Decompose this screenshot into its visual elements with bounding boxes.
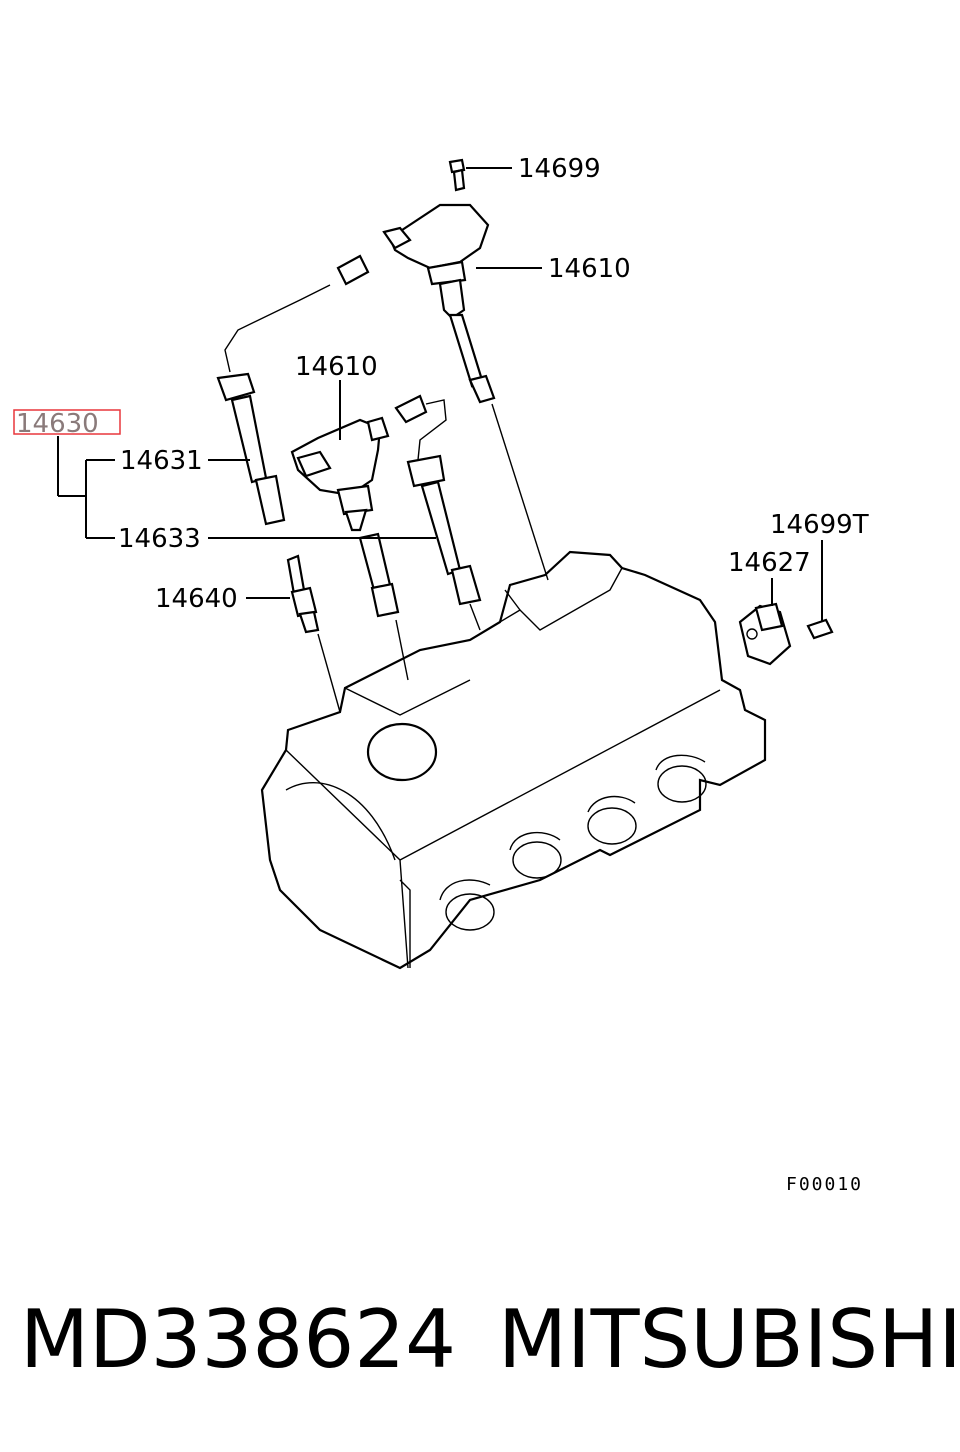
bolt-14699T [806,618,834,640]
callout-14631[interactable]: 14631 [120,446,203,476]
figure-code: F00010 [786,1174,863,1195]
highlight-box-14630 [13,409,121,435]
cam-sensor-14627 [738,602,792,666]
callout-14699[interactable]: 14699 [518,154,601,184]
brand-name: MITSUBISHI [498,1293,960,1386]
callout-14630[interactable]: 14630 [16,409,99,439]
cylinder-head-drawing [260,550,767,970]
callout-14610-top[interactable]: 14610 [548,254,631,284]
part-number: MD338624 [20,1293,457,1386]
callout-14610-mid[interactable]: 14610 [295,352,378,382]
callout-14633[interactable]: 14633 [118,524,201,554]
callout-14699T[interactable]: 14699T [770,510,869,540]
ignition-coil-rear [382,203,496,404]
spark-plug-cable-14633 [394,394,482,606]
callout-14640[interactable]: 14640 [155,584,238,614]
product-footer: MD338624 MITSUBISHI [0,1290,960,1400]
coil-extension [358,532,400,618]
bolt-14699 [448,158,466,192]
leader-lines [57,167,823,713]
spark-plug-14640 [286,554,320,634]
callout-14627[interactable]: 14627 [728,548,811,578]
ignition-coil-front [290,416,390,532]
spark-plug-cable-14631 [216,254,370,526]
